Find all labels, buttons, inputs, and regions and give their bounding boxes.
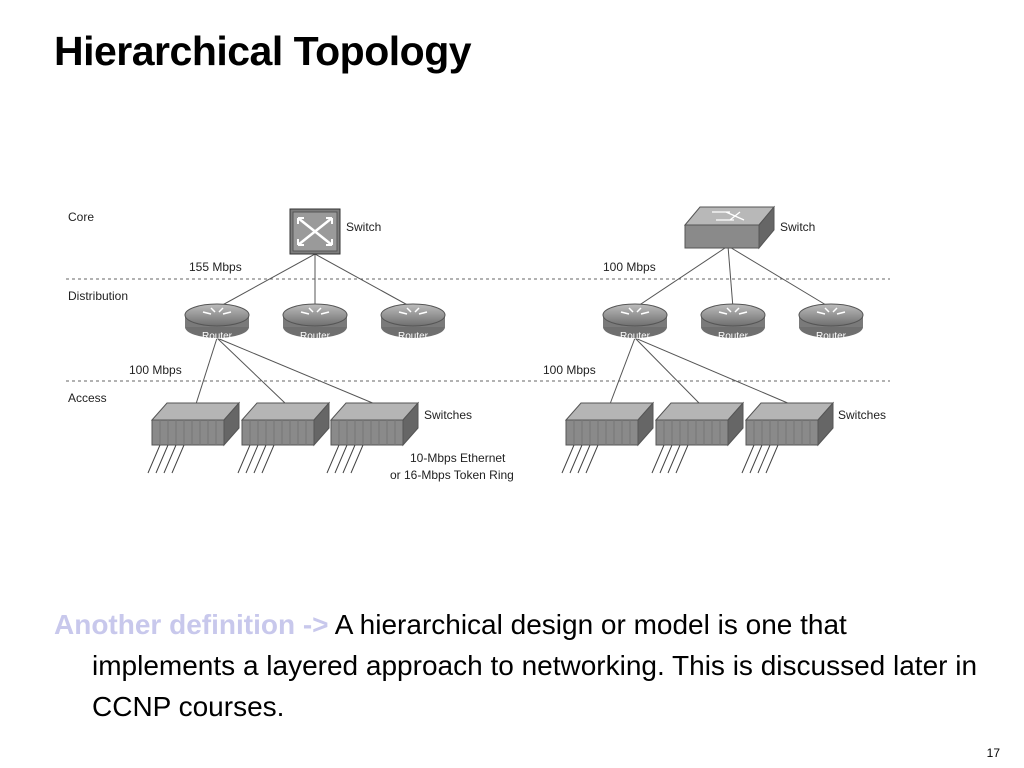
access-link-speed: 100 Mbps (129, 363, 182, 377)
hierarchical-topology-diagram: Core Distribution Access Switch 155 Mbps… (66, 205, 890, 482)
access-switch-icon (561, 401, 655, 474)
access-switch-icon (147, 401, 241, 474)
router-label: Router (398, 331, 429, 342)
access-switch-icon (741, 401, 835, 474)
left-topology: Switch 155 Mbps 100 Mbps Router Router R… (129, 208, 514, 482)
right-topology: Switch 100 Mbps 100 Mbps Router Router R… (543, 205, 886, 474)
core-link-speed: 155 Mbps (189, 260, 242, 274)
definition-lead: Another definition -> (54, 609, 329, 640)
layer-label-distribution: Distribution (68, 289, 128, 303)
link (195, 337, 218, 405)
core-link-speed: 100 Mbps (603, 260, 656, 274)
access-switch-icon (651, 401, 745, 474)
lan-note-line-1: 10-Mbps Ethernet (410, 451, 506, 465)
router-icon (282, 303, 348, 338)
link (727, 245, 734, 309)
link (634, 337, 791, 405)
link (634, 337, 701, 405)
core-switch-label: Switch (780, 220, 815, 234)
link (216, 337, 287, 405)
router-label: Router (718, 331, 749, 342)
link (314, 253, 414, 309)
core-switch-icon (683, 205, 776, 250)
definition-paragraph: Another definition -> A hierarchical des… (54, 604, 994, 727)
router-label: Router (620, 331, 651, 342)
router-icon (700, 303, 766, 338)
router-icon (798, 303, 864, 338)
core-switch-label: Switch (346, 220, 381, 234)
switches-label: Switches (424, 408, 472, 422)
router-icon (602, 303, 668, 338)
slide-title: Hierarchical Topology (54, 28, 472, 74)
router-label: Router (300, 331, 331, 342)
router-label: Router (816, 331, 847, 342)
definition-body: A hierarchical design or model is one th… (92, 609, 978, 722)
page-number: 17 (986, 746, 1000, 760)
access-switch-icon (326, 401, 420, 474)
router-label: Router (202, 331, 233, 342)
access-link-speed: 100 Mbps (543, 363, 596, 377)
access-switch-icon (237, 401, 331, 474)
link (216, 253, 316, 309)
lan-note-line-2: or 16-Mbps Token Ring (390, 468, 514, 482)
core-switch-icon (289, 208, 341, 255)
link (216, 337, 376, 405)
router-icon (380, 303, 446, 338)
router-icon (184, 303, 250, 338)
layer-label-core: Core (68, 210, 94, 224)
link (727, 245, 832, 309)
layer-label-access: Access (68, 391, 107, 405)
link (634, 245, 729, 309)
switches-label: Switches (838, 408, 886, 422)
link (609, 337, 636, 405)
